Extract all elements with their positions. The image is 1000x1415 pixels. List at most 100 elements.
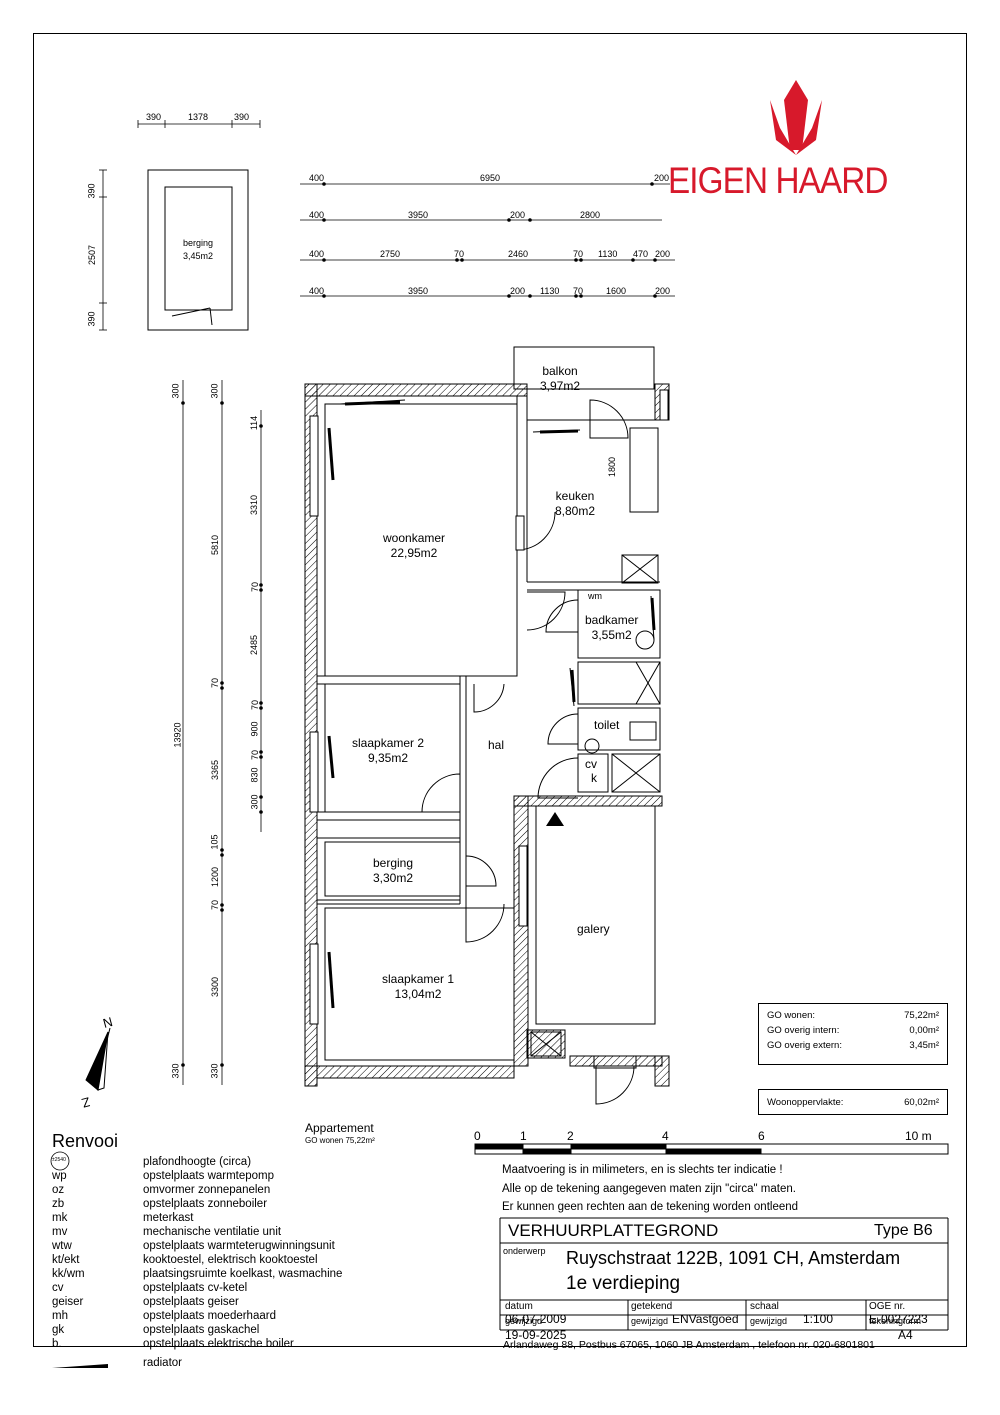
room-woonkamer: woonkamer 22,95m2 [383, 531, 445, 561]
dim-outer-2: 13920 [172, 722, 183, 748]
legend-code: oz [52, 1184, 65, 1196]
dim-mid-3: 70 [210, 677, 221, 689]
dim-r3-d: 2460 [508, 249, 529, 259]
logo-flame [770, 80, 822, 155]
dim-r4-f: 1600 [606, 286, 627, 296]
legend-desc: opstelplaats elektrische boiler [143, 1338, 294, 1350]
tb-datum: 06-07-2009 [505, 1312, 567, 1326]
dim-mid-4: 3365 [210, 759, 221, 781]
dim-r4-e: 70 [573, 286, 584, 296]
room-balkon-area: 3,97m2 [540, 379, 581, 393]
dim-r3-e: 70 [573, 249, 584, 259]
tb-tekeningform: A4 [898, 1328, 913, 1342]
drawing-sheet [33, 33, 967, 1347]
storage-dim-top-3: 390 [234, 112, 250, 122]
go-label: GO overig extern: [767, 1040, 842, 1051]
note-1: Maatvoering is in milimeters, en is slec… [502, 1164, 783, 1176]
room-balkon: balkon 3,97m2 [540, 364, 580, 394]
left-dimension-columns [182, 380, 262, 1085]
legend-desc: mechanische ventilatie unit [143, 1226, 282, 1238]
north-arrow [85, 1027, 111, 1091]
dim-r1-c: 200 [654, 173, 670, 183]
go-row: GO wonen:75,22m² [759, 1008, 947, 1023]
tb-footer: Arlandaweg 88, Postbus 67065, 1060 JB Am… [503, 1339, 875, 1351]
tb-oge-label: OGE nr. [869, 1301, 906, 1312]
note-3: Er kunnen geen rechten aan de tekening w… [502, 1201, 799, 1213]
legend-desc: opstelplaats moederhaard [143, 1310, 276, 1322]
legend-desc: radiator [143, 1357, 182, 1369]
dim-mid-2: 5810 [210, 534, 221, 556]
dim-r2-b: 3950 [408, 210, 429, 220]
legend-code: geiser [52, 1296, 84, 1308]
dim-mid-7: 70 [210, 899, 221, 911]
ceiling-badge-text: ±2540 [52, 1157, 66, 1163]
legend-desc: opstelplaats geiser [143, 1296, 239, 1308]
tb-gewijzigd-date: 19-09-2025 [505, 1328, 567, 1342]
dim-mid-5: 105 [209, 834, 220, 850]
legend-desc: opstelplaats cv-ketel [143, 1282, 248, 1294]
outer-walls [304, 383, 670, 1087]
tb-getekend-label: getekend [631, 1301, 673, 1312]
dim-r4-g: 200 [655, 286, 671, 296]
woon-label: Woonoppervlakte: [767, 1097, 844, 1108]
legend-desc: plaatsingsruimte koelkast, wasmachine [143, 1268, 343, 1280]
legend-desc: omvormer zonnepanelen [143, 1184, 271, 1196]
scale-tick-2: 2 [567, 1129, 574, 1143]
scale-tick-4: 4 [662, 1129, 669, 1143]
woonoppervlakte-box: Woonoppervlakte:60,02m² [758, 1089, 948, 1115]
dim-r1-b: 6950 [480, 173, 501, 183]
room-woonkamer-area: 22,95m2 [390, 546, 438, 560]
room-slaapkamer1-name: slaapkamer 1 [382, 972, 455, 986]
dim-r3-f: 1130 [598, 249, 618, 259]
dim-r3-g: 470 [633, 249, 649, 259]
go-label: GO wonen: [767, 1010, 816, 1021]
room-balkon-name: balkon [542, 364, 578, 378]
tb-onderwerp-label: onderwerp [503, 1246, 546, 1256]
tb-schaal: 1:100 [803, 1312, 834, 1326]
legend-code: b. [52, 1338, 62, 1350]
title-block-grid [499, 1217, 949, 1331]
dim-r2-d: 2800 [580, 210, 601, 220]
ceiling-badge-symbol [50, 1151, 70, 1171]
room-keuken-area: 8,80m2 [555, 504, 596, 518]
legend-desc: opstelplaats warmtepomp [143, 1170, 275, 1182]
room-keuken: keuken 8,80m2 [555, 489, 595, 519]
room-toilet: toilet [594, 718, 620, 732]
tb-getekend: ENVastgoed [672, 1312, 739, 1326]
dim-mid-1: 300 [209, 383, 220, 399]
room-berging-name: berging [373, 856, 414, 870]
dim-mid-8: 3300 [210, 976, 221, 998]
room-cv: cv [585, 757, 597, 771]
dim-inner-2: 3310 [249, 494, 260, 516]
tb-gewijzigd3-label: gewijzigd [750, 1316, 788, 1326]
storage-area: 3,45m2 [183, 251, 214, 261]
interior-walls [317, 396, 661, 1105]
dim-outer-1: 300 [170, 383, 181, 399]
storage-dim-left-3: 390 [86, 311, 97, 327]
go-value: 3,45m² [909, 1040, 939, 1051]
dim-inner-5: 70 [250, 699, 261, 711]
dim-mid-9: 330 [209, 1063, 220, 1079]
room-badkamer: badkamer 3,55m2 [585, 613, 638, 643]
room-galery: galery [577, 922, 610, 936]
dim-inner-6: 900 [249, 721, 260, 737]
legend-desc: opstelplaats zonneboiler [143, 1198, 268, 1210]
entrance-marker [546, 812, 564, 826]
storage-dim-lines [99, 120, 261, 331]
appartement-sub: GO wonen 75,22m² [305, 1136, 375, 1145]
tb-title: VERHUURPLATTEGROND [508, 1221, 719, 1240]
keuken-dim: 1800 [607, 456, 618, 478]
dim-r1-a: 400 [309, 173, 325, 183]
tb-oge: E-0027223 [869, 1312, 928, 1326]
dim-r3-c: 70 [454, 249, 465, 259]
dim-inner-7: 70 [250, 749, 261, 761]
room-berging-area: 3,30m2 [373, 871, 414, 885]
logo-text: EIGEN HAARD [668, 160, 888, 201]
dim-inner-8: 830 [249, 767, 260, 783]
dim-inner-1: 114 [249, 415, 260, 431]
dim-r4-c: 200 [510, 286, 526, 296]
dim-inner-4: 2485 [249, 634, 260, 656]
room-keuken-name: keuken [555, 489, 595, 503]
storage-dim-left-1: 390 [86, 183, 97, 199]
storage-name: berging [183, 238, 214, 248]
